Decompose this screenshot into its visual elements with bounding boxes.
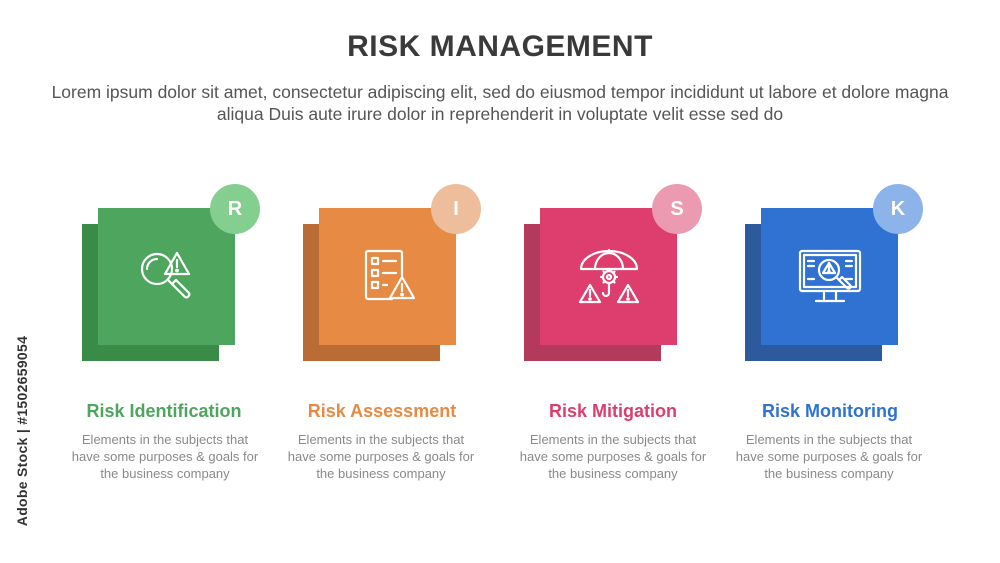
magnifier-warning-icon [131, 241, 203, 313]
step-card-mitigation: S [524, 180, 724, 390]
step-letter-badge: R [210, 184, 260, 234]
checklist-warning-icon [352, 241, 424, 313]
step-letter-badge: S [652, 184, 702, 234]
step-title-mitigation: Risk Mitigation [548, 401, 677, 421]
card-front-square [319, 208, 456, 345]
page-title: RISK MANAGEMENT [347, 30, 653, 63]
step-letter-badge: K [873, 184, 923, 234]
card-front-square [540, 208, 677, 345]
step-description: Elements in the subjects that have some … [735, 432, 923, 481]
stock-watermark-text: Adobe Stock | #1502659054 [14, 335, 30, 527]
step-card-monitoring: K [745, 180, 945, 390]
step-title-assessment: Risk Assessment [307, 401, 457, 421]
step-title-monitoring: Risk Monitoring [762, 401, 898, 421]
step-letter-badge: I [431, 184, 481, 234]
step-description: Elements in the subjects that have some … [71, 432, 259, 481]
card-front-square [98, 208, 235, 345]
step-description: Elements in the subjects that have some … [287, 432, 475, 481]
step-card-assessment: I [303, 180, 503, 390]
page-subtitle: Lorem ipsum dolor sit amet, consectetur … [51, 82, 949, 124]
card-front-square [761, 208, 898, 345]
step-title-identification: Risk Identification [86, 401, 242, 421]
step-description: Elements in the subjects that have some … [519, 432, 707, 481]
step-card-identification: R [82, 180, 282, 390]
umbrella-gear-warning-icon [573, 241, 645, 313]
monitor-warning-icon [794, 241, 866, 313]
